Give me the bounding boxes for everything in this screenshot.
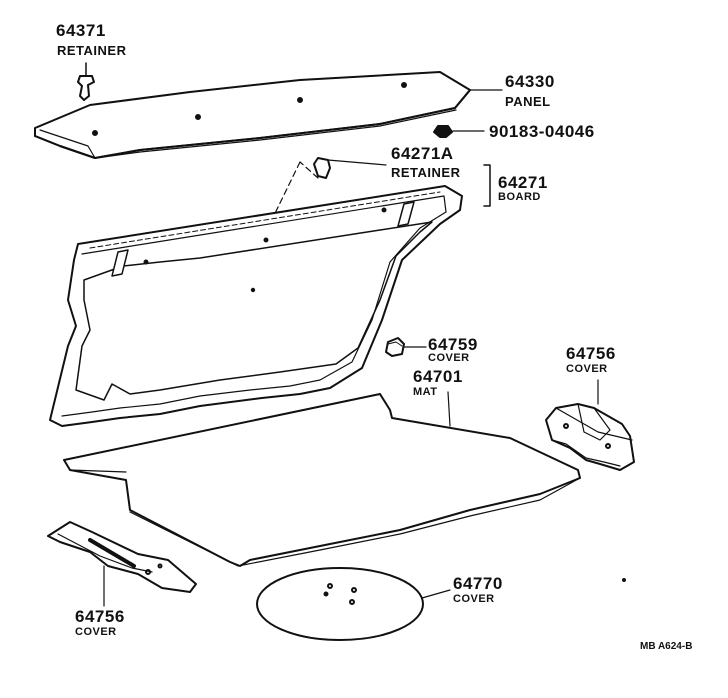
label-number-64271a: 64271A bbox=[391, 144, 454, 163]
retainer-clip-64371 bbox=[77, 62, 95, 101]
board-64271 bbox=[49, 185, 463, 427]
label-name-64770: COVER bbox=[453, 593, 495, 605]
label-number-64756-left: 64756 bbox=[75, 607, 125, 626]
speck bbox=[622, 578, 626, 582]
panel-64330 bbox=[34, 71, 503, 159]
reference-code: MB A624-B bbox=[640, 641, 693, 652]
label-number-64701: 64701 bbox=[413, 367, 463, 386]
cover-right-64756 bbox=[545, 379, 635, 471]
cover-round-64770 bbox=[256, 567, 451, 641]
label-name-64271a: RETAINER bbox=[391, 165, 461, 180]
label-name-64271: BOARD bbox=[498, 191, 541, 203]
mat-64701 bbox=[63, 391, 581, 567]
label-number-90183: 90183-04046 bbox=[489, 122, 595, 141]
cover-64759 bbox=[385, 337, 427, 357]
board-bracket bbox=[483, 164, 491, 207]
nut-90183 bbox=[433, 125, 485, 138]
label-number-64271: 64271 bbox=[498, 173, 548, 192]
label-number-64330: 64330 bbox=[505, 72, 555, 91]
label-number-64759: 64759 bbox=[428, 335, 478, 354]
cover-left-64756 bbox=[47, 521, 197, 607]
label-name-64759: COVER bbox=[428, 352, 470, 364]
label-name-64701: MAT bbox=[413, 386, 438, 398]
label-number-64770: 64770 bbox=[453, 574, 503, 593]
label-number-64371: 64371 bbox=[56, 21, 106, 40]
label-name-64330: PANEL bbox=[505, 94, 551, 109]
label-name-64756-right: COVER bbox=[566, 363, 608, 375]
label-name-64756-left: COVER bbox=[75, 626, 117, 638]
label-name-64371: RETAINER bbox=[57, 43, 127, 58]
label-number-64756-right: 64756 bbox=[566, 344, 616, 363]
